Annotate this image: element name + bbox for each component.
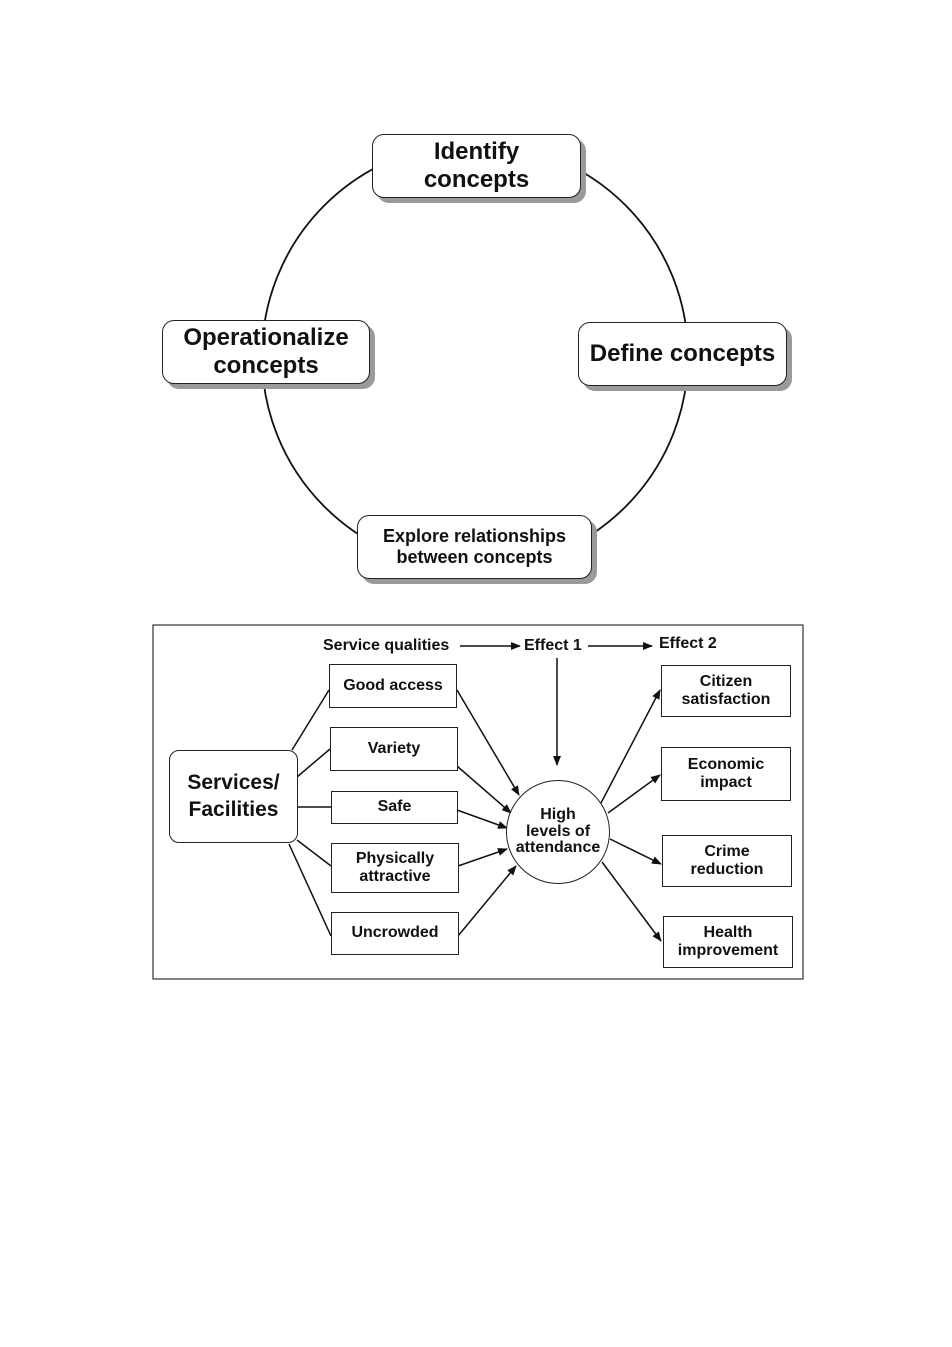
services-facilities-box: Services/ Facilities (169, 750, 298, 843)
arrow-good-access-hub (456, 689, 520, 796)
effect-economic-impact: Economic impact (661, 747, 791, 801)
link-source-good-access (291, 689, 330, 751)
step-operationalize-concepts: Operationalize concepts (162, 320, 370, 384)
quality-good-access: Good access (329, 664, 457, 708)
quality-variety: Variety (330, 727, 458, 771)
step-define-concepts: Define concepts (578, 322, 787, 386)
model-frame (152, 624, 804, 980)
link-source-variety (296, 748, 331, 778)
link-source-physically-attractive (296, 839, 332, 867)
step-explore-relationships: Explore relationships between concepts (357, 515, 592, 579)
arrow-physically-attractive-hub (457, 848, 508, 867)
hub-high-attendance: High levels of attendance (506, 780, 610, 884)
arrow-hub-health-improvement (601, 861, 662, 942)
arrow-hub-economic-impact (607, 774, 661, 814)
effect-health-improvement: Health improvement (663, 916, 793, 968)
step-identify-concepts: Identify concepts (372, 134, 581, 198)
quality-safe: Safe (331, 791, 458, 824)
header-service-qualities: Service qualities (323, 637, 450, 654)
quality-physically-attractive: Physically attractive (331, 843, 459, 893)
header-effect-2: Effect 2 (659, 635, 717, 652)
effect-citizen-satisfaction: Citizen satisfaction (661, 665, 791, 717)
header-effect-1: Effect 1 (524, 637, 582, 654)
link-source-uncrowded (288, 843, 332, 937)
arrow-variety-hub (456, 765, 512, 814)
arrow-safe-hub (456, 809, 508, 829)
arrow-hub-crime-reduction (609, 838, 662, 865)
arrow-hub-citizen-satisfaction (600, 689, 661, 804)
effect-crime-reduction: Crime reduction (662, 835, 792, 887)
quality-uncrowded: Uncrowded (331, 912, 459, 955)
arrow-uncrowded-hub (457, 865, 517, 937)
